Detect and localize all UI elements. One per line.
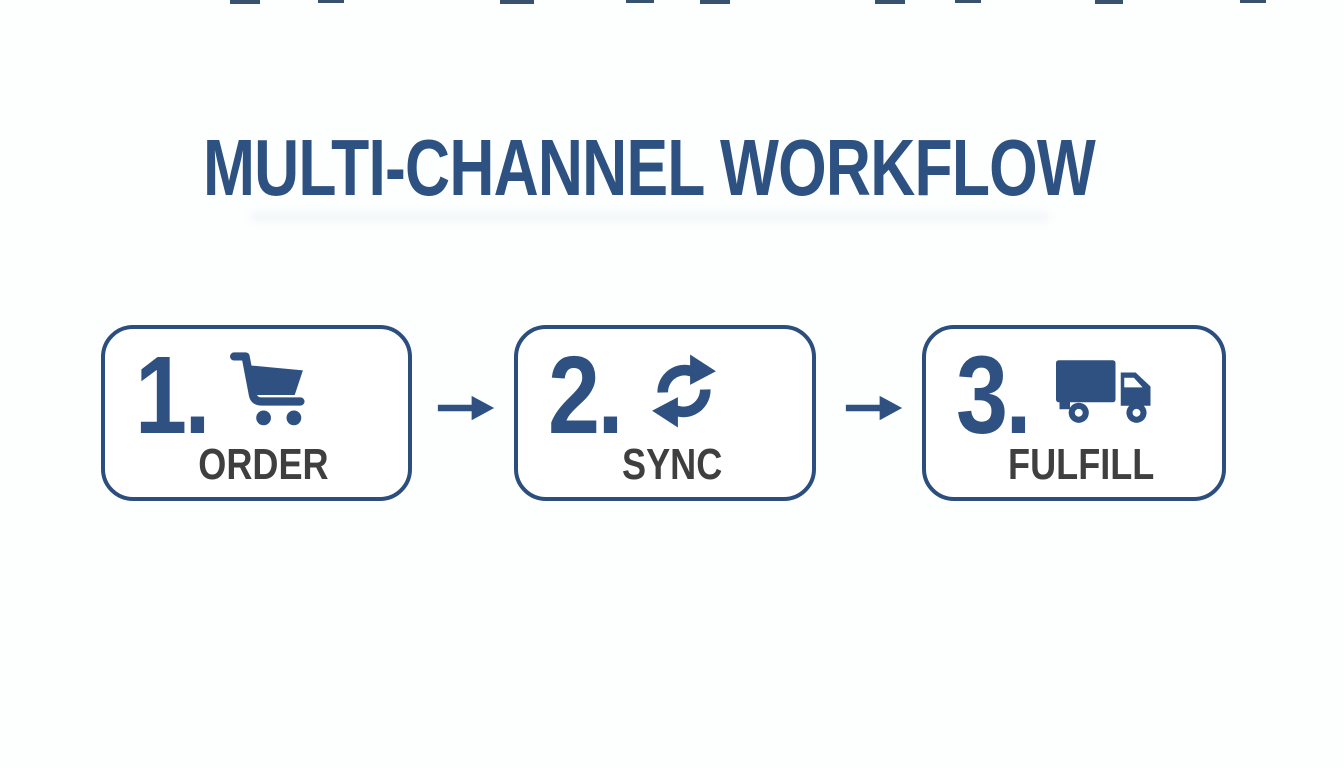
top-edge-artifact bbox=[955, 0, 981, 3]
right-arrow-icon bbox=[436, 392, 496, 424]
top-edge-artifact bbox=[318, 0, 344, 3]
step-number: 1. bbox=[135, 334, 210, 457]
step-number: 2. bbox=[548, 334, 623, 457]
step-box-fulfill: 3. FULFILL bbox=[922, 325, 1226, 501]
step-label: ORDER bbox=[198, 440, 329, 489]
top-edge-artifact bbox=[1095, 0, 1123, 4]
top-edge-artifact bbox=[500, 0, 534, 4]
top-edge-artifact bbox=[1240, 0, 1266, 3]
delivery-truck-icon bbox=[1048, 355, 1162, 425]
step-box-sync: 2. SYNC bbox=[514, 325, 816, 501]
top-edge-artifact bbox=[700, 0, 730, 4]
top-edge-artifact bbox=[230, 0, 260, 4]
step-label: FULFILL bbox=[1007, 440, 1155, 489]
step-label: SYNC bbox=[621, 440, 723, 489]
step-box-order: 1. ORDER bbox=[101, 325, 412, 501]
top-edge-artifact bbox=[875, 0, 905, 4]
ghost-band-artifact bbox=[250, 212, 1050, 222]
page-title: MULTI-CHANNEL WORKFLOW bbox=[202, 123, 1096, 212]
right-arrow-icon bbox=[844, 392, 904, 424]
sync-arrows-icon bbox=[646, 353, 722, 429]
shopping-cart-icon bbox=[221, 349, 307, 427]
top-edge-artifact bbox=[626, 0, 654, 3]
step-number: 3. bbox=[956, 334, 1031, 457]
